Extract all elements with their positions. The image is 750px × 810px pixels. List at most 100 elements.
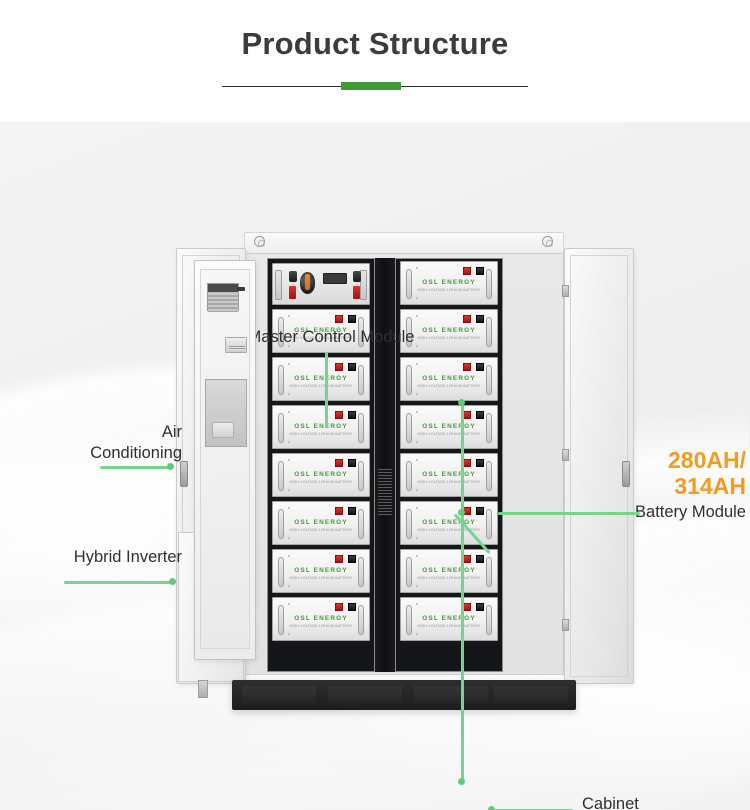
- screw-icon: [416, 363, 418, 365]
- module-handle: [406, 413, 412, 443]
- door-hinge: [562, 619, 569, 631]
- module-handle: [486, 509, 492, 539]
- screw-icon: [288, 363, 290, 365]
- module-subtitle: HIGH VOLTAGE LITHIUM BATTERY: [417, 576, 481, 580]
- module-handle: [406, 317, 412, 347]
- module-handle: [406, 557, 412, 587]
- battery-module: GSL ENERGY HIGH VOLTAGE LITHIUM BATTERY: [272, 309, 370, 353]
- module-subtitle: HIGH VOLTAGE LITHIUM BATTERY: [289, 336, 353, 340]
- leader-dot-battery-top: [458, 399, 465, 406]
- leader-line-battery-vertical-upper: [461, 402, 464, 586]
- module-handle: [278, 509, 284, 539]
- cabinet-body: GSL ENERGY HIGH VOLTAGE LITHIUM BATTERY …: [244, 253, 564, 675]
- battery-module: GSL ENERGY HIGH VOLTAGE LITHIUM BATTERY: [400, 309, 498, 353]
- brand-logo-text: GSL ENERGY: [422, 471, 476, 478]
- module-handle: [278, 365, 284, 395]
- screw-icon: [288, 555, 290, 557]
- door-handle: [180, 461, 188, 487]
- positive-terminal-icon: [463, 555, 471, 563]
- module-handle: [358, 509, 364, 539]
- door-hinge: [562, 285, 569, 297]
- module-handle: [486, 365, 492, 395]
- negative-terminal-icon: [476, 459, 484, 467]
- module-subtitle: HIGH VOLTAGE LITHIUM BATTERY: [289, 528, 353, 532]
- battery-module: GSL ENERGY HIGH VOLTAGE LITHIUM BATTERY: [272, 549, 370, 593]
- module-handle: [358, 413, 364, 443]
- negative-terminal-icon: [476, 315, 484, 323]
- ac-grille-icon: [205, 379, 247, 447]
- door-hinge: [562, 449, 569, 461]
- module-handle: [358, 317, 364, 347]
- battery-module-label: Battery Module: [635, 502, 746, 521]
- negative-terminal-icon: [476, 555, 484, 563]
- cabinet-door-right: [562, 248, 634, 684]
- page-header: Product Structure: [0, 0, 750, 122]
- negative-terminal-icon: [476, 267, 484, 275]
- rack-ear: [275, 270, 282, 300]
- battery-module: GSL ENERGY HIGH VOLTAGE LITHIUM BATTERY: [400, 501, 498, 545]
- negative-terminal-icon: [476, 603, 484, 611]
- negative-terminal-icon: [348, 555, 356, 563]
- negative-terminal-icon: [348, 315, 356, 323]
- callout-master-control-module: Master Control Module: [247, 328, 415, 346]
- battery-module: GSL ENERGY HIGH VOLTAGE LITHIUM BATTERY: [400, 357, 498, 401]
- positive-terminal-icon: [463, 411, 471, 419]
- positive-terminal-icon: [353, 286, 360, 299]
- rack-center-gap: [375, 258, 395, 672]
- brand-logo-text: GSL ENERGY: [294, 423, 348, 430]
- brand-logo-text: GSL ENERGY: [294, 519, 348, 526]
- control-button-icon: [289, 271, 297, 282]
- battery-module: GSL ENERGY HIGH VOLTAGE LITHIUM BATTERY: [400, 549, 498, 593]
- leader-line-battery-horizontal: [498, 512, 640, 515]
- negative-terminal-icon: [348, 507, 356, 515]
- brand-logo-text: GSL ENERGY: [422, 567, 476, 574]
- screw-icon: [288, 585, 290, 587]
- callout-battery-module: 280AH/ 314AH Battery Module: [588, 447, 746, 522]
- module-subtitle: HIGH VOLTAGE LITHIUM BATTERY: [289, 432, 353, 436]
- screw-icon: [416, 555, 418, 557]
- brand-logo-text: GSL ENERGY: [422, 375, 476, 382]
- screw-icon: [416, 393, 418, 395]
- battery-module: GSL ENERGY HIGH VOLTAGE LITHIUM BATTERY: [400, 453, 498, 497]
- screw-icon: [416, 537, 418, 539]
- module-handle: [358, 461, 364, 491]
- screw-icon: [288, 633, 290, 635]
- door-handle: [622, 461, 630, 487]
- screw-icon: [416, 633, 418, 635]
- battery-capacity-text: 280AH/ 314AH: [668, 447, 746, 499]
- plinth-segment: [494, 686, 568, 704]
- module-handle: [486, 317, 492, 347]
- battery-module: GSL ENERGY HIGH VOLTAGE LITHIUM BATTERY: [272, 453, 370, 497]
- screw-icon: [416, 603, 418, 605]
- positive-terminal-icon: [335, 363, 343, 371]
- screw-icon: [416, 441, 418, 443]
- page-title: Product Structure: [241, 26, 509, 61]
- lifting-eye-icon: [254, 236, 265, 247]
- lifting-eye-icon: [542, 236, 553, 247]
- module-handle: [406, 509, 412, 539]
- screw-icon: [416, 315, 418, 317]
- display-screen: [323, 273, 347, 284]
- positive-terminal-icon: [463, 603, 471, 611]
- plinth-segment: [414, 686, 488, 704]
- callout-hybrid-inverter: Hybrid Inverter: [73, 548, 182, 566]
- positive-terminal-icon: [463, 315, 471, 323]
- positive-terminal-icon: [335, 411, 343, 419]
- ac-vent-icon: [207, 283, 239, 312]
- screw-icon: [416, 297, 418, 299]
- screw-icon: [288, 411, 290, 413]
- module-handle: [278, 413, 284, 443]
- brand-logo-text: GSL ENERGY: [422, 423, 476, 430]
- rotary-switch-icon: [300, 272, 315, 294]
- battery-rack-right: GSL ENERGY HIGH VOLTAGE LITHIUM BATTERY …: [395, 258, 503, 672]
- module-handle: [278, 605, 284, 635]
- negative-terminal-icon: [348, 411, 356, 419]
- callout-air-conditioning: Air Conditioning: [90, 423, 182, 463]
- brand-logo-text: GSL ENERGY: [294, 567, 348, 574]
- positive-terminal-icon: [335, 507, 343, 515]
- battery-module: GSL ENERGY HIGH VOLTAGE LITHIUM BATTERY: [400, 597, 498, 641]
- module-subtitle: HIGH VOLTAGE LITHIUM BATTERY: [289, 384, 353, 388]
- brand-logo-text: GSL ENERGY: [422, 327, 476, 334]
- module-subtitle: HIGH VOLTAGE LITHIUM BATTERY: [417, 528, 481, 532]
- module-subtitle: HIGH VOLTAGE LITHIUM BATTERY: [417, 624, 481, 628]
